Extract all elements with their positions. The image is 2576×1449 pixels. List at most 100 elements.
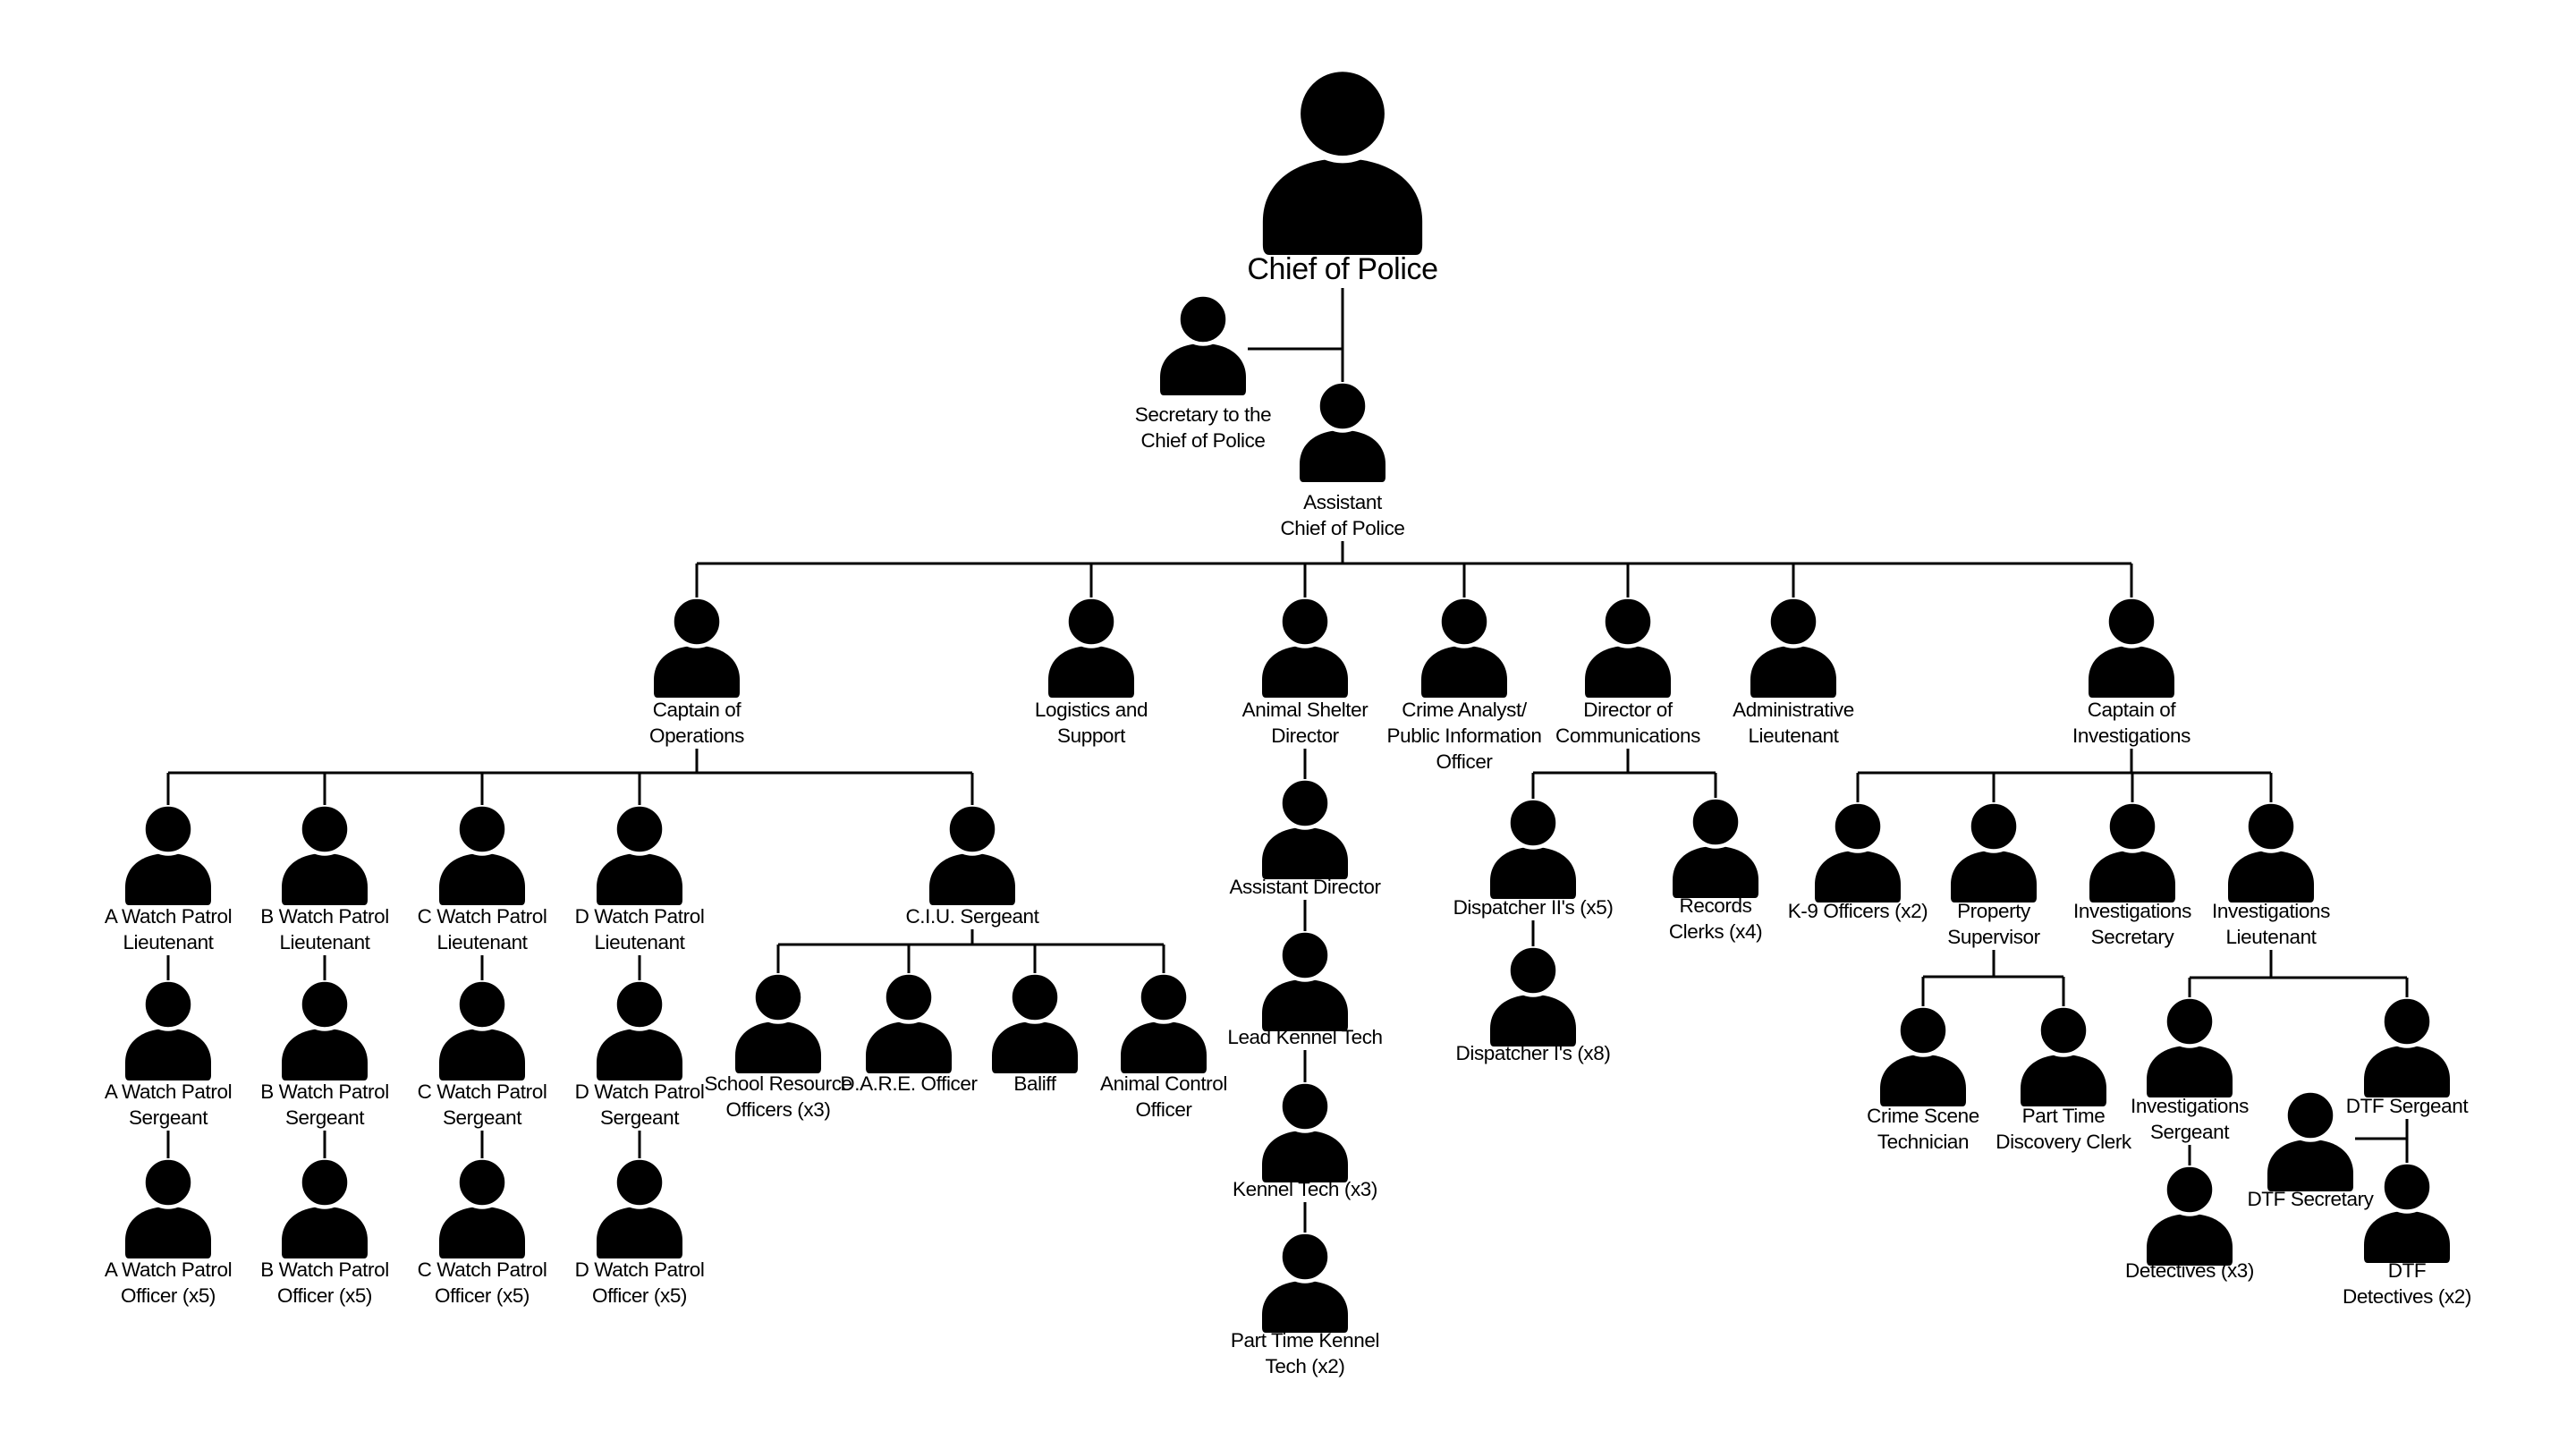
node-label-line: A Watch Patrol xyxy=(104,1080,233,1103)
node-label-line: Lead Kennel Tech xyxy=(1227,1026,1383,1048)
node-label-line: Lieutenant xyxy=(123,931,214,953)
person-icon-lt-d xyxy=(595,802,684,910)
node-label-line: D.A.R.E. Officer xyxy=(840,1072,978,1095)
node-label-line: A Watch Patrol xyxy=(104,905,233,928)
person-icon-lt-a xyxy=(123,802,213,910)
person-icon-dispatcher-2 xyxy=(1488,796,1578,903)
node-label-line: Lieutenant xyxy=(436,931,528,953)
person-icon-dtf-sergeant xyxy=(2362,995,2452,1102)
node-label-line: Lieutenant xyxy=(1748,724,1839,747)
node-label-dispatcher-2: Dispatcher II's (x5) xyxy=(1390,894,1676,920)
node-label-line: Part Time Kennel xyxy=(1230,1329,1380,1352)
node-label-line: Lieutenant xyxy=(279,931,370,953)
node-label-line: Officers (x3) xyxy=(725,1098,831,1121)
person-icon-animal-director xyxy=(1260,595,1350,702)
person-icon-dispatcher-1 xyxy=(1488,944,1578,1051)
person-icon-logistics xyxy=(1046,595,1136,702)
node-label-line: Communications xyxy=(1555,724,1700,747)
node-label-line: Tech (x2) xyxy=(1265,1355,1345,1377)
node-label-line: Officer xyxy=(1436,750,1493,773)
person-icon-crime-analyst xyxy=(1419,595,1509,702)
node-label-line: Investigations xyxy=(2212,900,2330,922)
node-label-line: Kennel Tech (x3) xyxy=(1232,1178,1378,1200)
node-label-dir-comms: Director of Communications xyxy=(1485,697,1771,749)
person-icon-inv-lt xyxy=(2226,800,2316,907)
node-label-line: Officer (x5) xyxy=(276,1284,373,1307)
person-icon-dtf-secretary xyxy=(2266,1089,2355,1196)
node-label-line: Technician xyxy=(1877,1131,1970,1153)
node-label-line: B Watch Patrol xyxy=(260,905,389,928)
node-label-line: Chief of Police xyxy=(1247,252,1438,286)
node-label-line: Officer (x5) xyxy=(120,1284,216,1307)
node-label-dispatcher-1: Dispatcher I's (x8) xyxy=(1390,1040,1676,1066)
person-icon-off-c xyxy=(437,1156,527,1263)
person-icon-baliff xyxy=(990,970,1080,1078)
person-icon-dare-officer xyxy=(864,970,953,1078)
node-label-line: Operations xyxy=(648,724,745,747)
node-label-line: Supervisor xyxy=(1947,926,2040,948)
person-icon-sgt-a xyxy=(123,978,213,1085)
node-label-line: Investigations xyxy=(2131,1095,2249,1117)
person-icon-secretary xyxy=(1158,292,1248,400)
node-label-line: Lieutenant xyxy=(2225,926,2317,948)
node-label-asst-director: Assistant Director xyxy=(1162,874,1448,900)
node-label-line: Clerks (x4) xyxy=(1668,920,1763,943)
node-label-line: Lieutenant xyxy=(594,931,685,953)
node-label-line: Crime Scene xyxy=(1867,1105,1979,1127)
person-icon-sgt-b xyxy=(280,978,369,1085)
node-label-line: Assistant Director xyxy=(1229,876,1381,898)
node-label-line: Director of xyxy=(1583,699,1673,721)
node-label-baliff: Baliff xyxy=(892,1071,1178,1097)
person-icon-crime-scene xyxy=(1878,1004,1968,1111)
person-icon-asst-director xyxy=(1260,776,1350,884)
node-label-line: DTF xyxy=(2387,1259,2427,1282)
node-label-line: K-9 Officers (x2) xyxy=(1787,900,1928,922)
node-label-line: Detectives (x2) xyxy=(2342,1285,2472,1308)
person-icon-dtf-detectives xyxy=(2362,1160,2452,1267)
node-label-line: Administrative xyxy=(1733,699,1854,721)
node-label-detectives: Detectives (x3) xyxy=(2046,1258,2333,1284)
node-label-line: Crime Analyst/ xyxy=(1402,699,1527,721)
node-label-line: Sergeant xyxy=(128,1106,208,1129)
node-label-line: Officer xyxy=(1135,1098,1192,1121)
node-label-line: B Watch Patrol xyxy=(260,1258,389,1281)
person-icon-ciu-sergeant xyxy=(928,802,1017,910)
person-icon-assistant xyxy=(1298,379,1387,487)
person-icon-discovery-clerk xyxy=(2019,1004,2108,1111)
node-label-line: School Resource xyxy=(704,1072,852,1095)
node-label-line: Logistics and xyxy=(1034,699,1148,721)
node-label-line: C Watch Patrol xyxy=(417,1080,547,1103)
person-icon-dir-comms xyxy=(1583,595,1673,702)
node-label-line: DTF Sergeant xyxy=(2345,1095,2469,1117)
node-label-line: Officer (x5) xyxy=(434,1284,530,1307)
node-label-line: Property xyxy=(1957,900,2030,922)
person-icon-school-resource xyxy=(733,970,823,1078)
node-label-line: Discovery Clerk xyxy=(1996,1131,2131,1153)
node-label-line: Chief of Police xyxy=(1280,517,1405,539)
node-label-line: B Watch Patrol xyxy=(260,1080,389,1103)
node-label-line: Investigations xyxy=(2073,900,2191,922)
node-label-line: Sergeant xyxy=(599,1106,680,1129)
node-label-line: Sergeant xyxy=(442,1106,522,1129)
person-icon-off-d xyxy=(595,1156,684,1263)
node-label-line: Sergeant xyxy=(284,1106,365,1129)
